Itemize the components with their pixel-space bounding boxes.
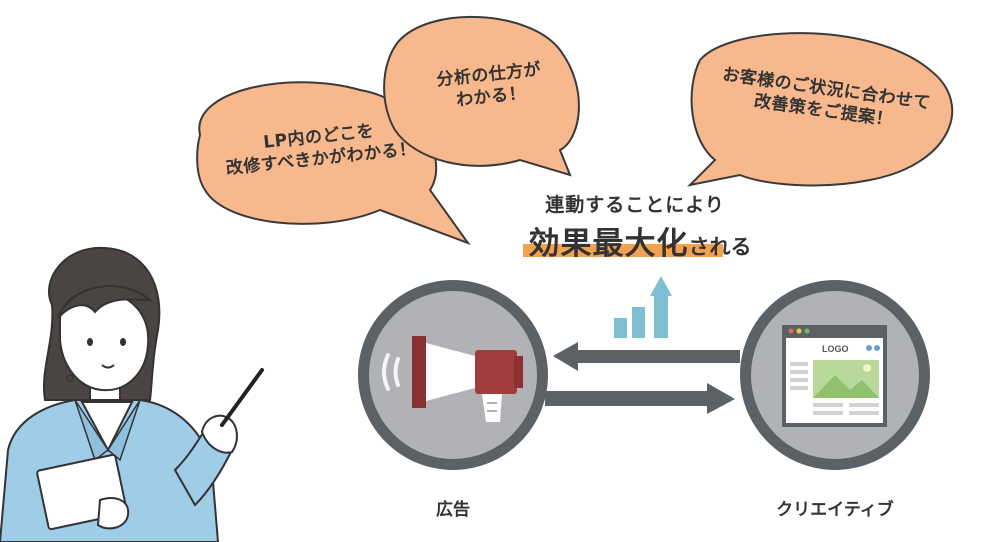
megaphone-icon	[382, 336, 523, 422]
speech-bubble-middle	[383, 15, 580, 177]
arrow-to-ad	[553, 342, 740, 371]
presenter-illustration	[0, 246, 264, 542]
web-page-icon	[782, 325, 887, 427]
ad-label: 広告	[436, 500, 470, 520]
caption-main-suffix: される	[688, 235, 752, 259]
speech-bubble-right	[686, 32, 954, 187]
caption-main: 効果最大化される	[500, 218, 780, 263]
logo-text: LOGO	[822, 344, 849, 354]
caption-highlight	[523, 244, 723, 257]
creative-label: クリエイティブ	[776, 500, 894, 520]
caption-main-emphasis: 効果最大化	[528, 226, 689, 262]
arrow-to-creative	[545, 383, 735, 414]
caption-subtitle: 連動することにより	[545, 194, 725, 216]
growth-chart-icon	[614, 276, 672, 338]
